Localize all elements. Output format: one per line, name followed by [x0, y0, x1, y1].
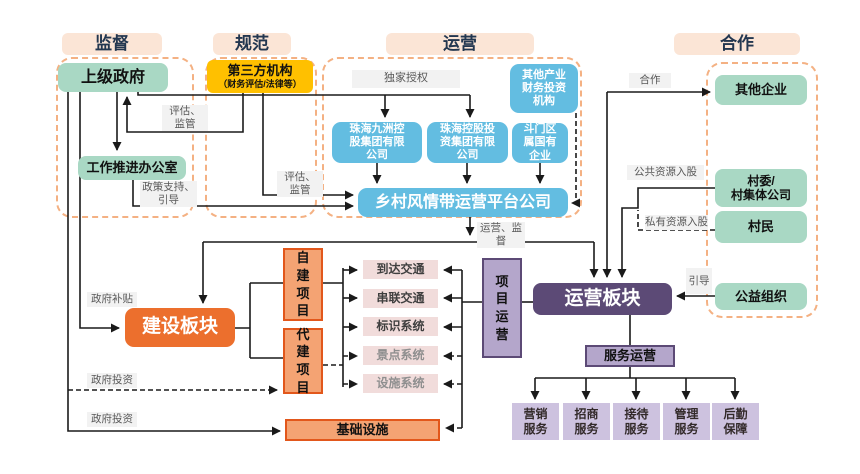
- node-villagers: 村民: [715, 211, 807, 243]
- node-work-promotion-office: 工作推进办公室: [78, 156, 186, 180]
- edge-label-exclusive-authorization: 独家授权: [352, 70, 460, 88]
- node-zhuhai-holdings: 珠海控股投 资集团有限 公司: [427, 122, 508, 163]
- node-third-party-org: 第三方机构 （财务评估/法律等）: [207, 60, 313, 93]
- node-platform-company: 乡村风情带运营平台公司: [358, 188, 568, 217]
- node-other-enterprises: 其他企业: [715, 75, 807, 105]
- edge-label-government-subsidy: 政府补贴: [87, 292, 137, 307]
- node-infrastructure: 基础设施: [285, 419, 440, 441]
- node-village-committee: 村委/ 村集体公司: [715, 169, 807, 207]
- section-header-supervision: 监督: [62, 33, 162, 55]
- node-construction-block: 建设板块: [125, 308, 235, 347]
- edge-label-evaluate-supervise-2: 评估、 监管: [277, 171, 323, 197]
- self-build-label: 自建项目: [296, 250, 310, 319]
- node-zhuhai-jiuzhou: 珠海九洲控 股集团有限 公司: [332, 122, 422, 163]
- node-management-service: 管理 服务: [663, 403, 710, 440]
- node-marketing-service: 营销 服务: [512, 403, 559, 440]
- node-sign-system: 标识系统: [363, 317, 438, 336]
- edge-label-public-resources: 公共资源入股: [627, 165, 704, 180]
- node-higher-government: 上级政府: [58, 63, 168, 92]
- node-public-welfare-org: 公益组织: [715, 283, 807, 310]
- node-operation-block: 运营板块: [533, 283, 672, 315]
- third-party-subtitle: （财务评估/法律等）: [218, 78, 302, 89]
- edge-label-cooperation: 合作: [629, 73, 671, 88]
- section-header-cooperation: 合作: [674, 33, 800, 55]
- third-party-title: 第三方机构: [227, 63, 293, 79]
- node-service-operation: 服务运营: [585, 345, 675, 367]
- node-logistics-support: 后勤 保障: [712, 403, 759, 440]
- node-doumen-soe: 斗门区 属国有 企业: [512, 123, 568, 163]
- node-other-industry-investors: 其他产业 财务投资 机构: [510, 64, 578, 113]
- node-delegated-build-project: 代建项目: [283, 326, 323, 395]
- node-reception-service: 接待 服务: [613, 403, 660, 440]
- node-scenic-system: 景点系统: [363, 346, 438, 365]
- section-header-operation: 运营: [386, 33, 534, 55]
- edge-label-operate-supervise: 运营、监督: [477, 222, 525, 248]
- section-cooperation-frame: [706, 62, 818, 318]
- delegated-build-label: 代建项目: [296, 326, 310, 395]
- edge-label-evaluate-supervise-1: 评估、 监管: [162, 105, 208, 131]
- edge-label-government-investment-dashed: 政府投资: [87, 373, 137, 388]
- project-operation-label: 项目运营: [495, 273, 509, 342]
- node-investment-service: 招商 服务: [563, 403, 610, 440]
- section-header-regulation: 规范: [213, 33, 291, 55]
- edge-label-government-investment-solid: 政府投资: [87, 412, 137, 427]
- node-facility-system: 设施系统: [363, 374, 438, 393]
- section-regulation-frame: [205, 57, 317, 218]
- node-arrival-traffic: 到达交通: [363, 260, 438, 279]
- node-linking-traffic: 串联交通: [363, 289, 438, 308]
- section-supervision-frame: [56, 57, 194, 218]
- section-operation-frame: [322, 57, 582, 218]
- node-project-operation: 项目运营: [482, 258, 522, 358]
- edge-label-policy-support: 政策支持、 引导: [140, 181, 197, 207]
- edge-label-guidance: 引导: [686, 268, 712, 294]
- edge-label-private-resources: 私有资源入股: [645, 215, 708, 230]
- node-self-build-project: 自建项目: [283, 248, 323, 321]
